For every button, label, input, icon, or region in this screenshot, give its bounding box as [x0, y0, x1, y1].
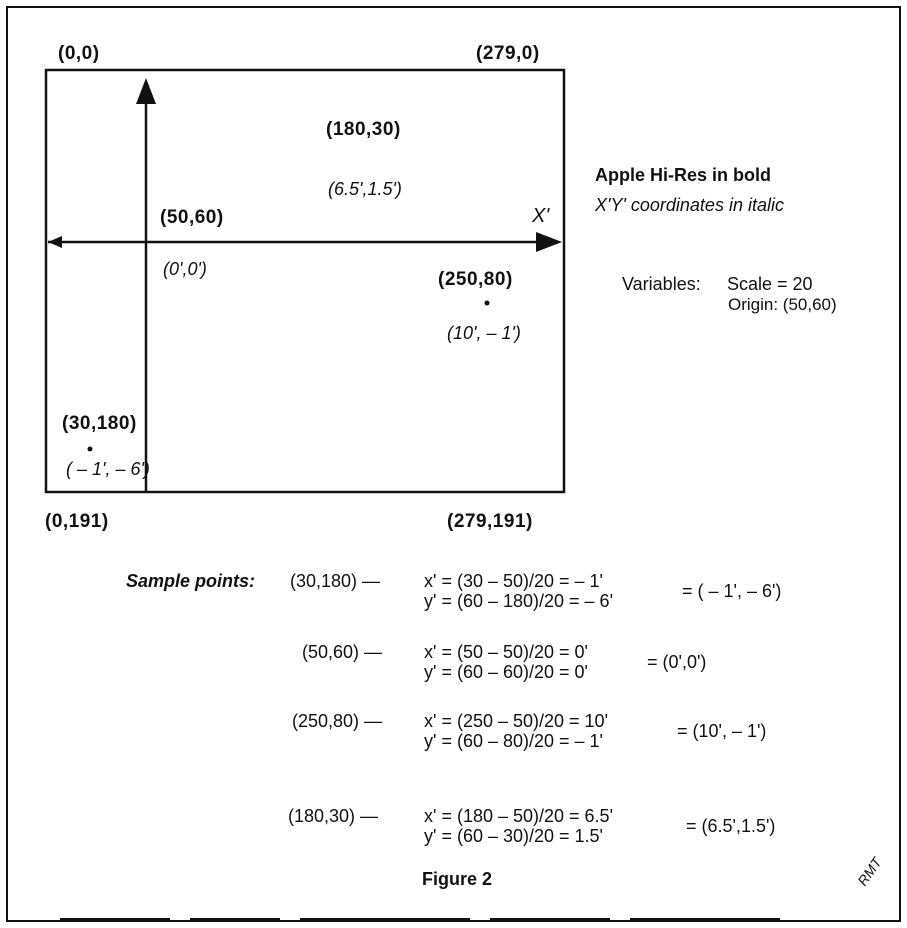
- sample-row-1-result: = ( – 1', – 6'): [682, 581, 782, 601]
- bottom-rule-segment: [60, 918, 170, 922]
- sample-row-1-x-equation: x' = (30 – 50)/20 = – 1': [424, 571, 603, 591]
- x-axis-left-arrowhead: [48, 236, 62, 248]
- sample-row-2-point: (50,60) —: [302, 642, 383, 662]
- point-180-30-hires-label: (180,30): [326, 119, 401, 140]
- variables-scale: Scale = 20: [727, 274, 813, 294]
- variables-label: Variables:: [622, 274, 701, 294]
- sample-row-2-x-equation: x' = (50 – 50)/20 = 0': [424, 642, 588, 662]
- point-30-180-hires-label: (30,180): [62, 413, 137, 434]
- point-180-30-xy-label: (6.5',1.5'): [328, 179, 402, 199]
- bottom-rule-segment: [630, 918, 780, 922]
- point-50-60-xy-label: (0',0'): [163, 259, 207, 279]
- sample-row-4-x-equation: x' = (180 – 50)/20 = 6.5': [424, 806, 613, 826]
- variables-origin: Origin: (50,60): [728, 295, 837, 314]
- sample-row-2-y-equation: y' = (60 – 60)/20 = 0': [424, 662, 588, 682]
- bottom-rule-segment: [490, 918, 610, 922]
- corner-bottom-left-label: (0,191): [45, 511, 109, 532]
- sample-row-4-point: (180,30) —: [288, 806, 379, 826]
- sample-row-3-result: = (10', – 1'): [677, 721, 767, 741]
- sample-row-3-point: (250,80) —: [292, 711, 383, 731]
- sample-row-3-x-equation: x' = (250 – 50)/20 = 10': [424, 711, 608, 731]
- bottom-rule-segment: [190, 918, 280, 922]
- point-250-80-xy-label: (10', – 1'): [447, 323, 521, 343]
- x-prime-axis-label: X': [532, 205, 550, 227]
- bottom-rule-segment: [300, 918, 470, 922]
- sample-row-1-point: (30,180) —: [290, 571, 381, 591]
- x-axis-arrowhead: [536, 232, 562, 252]
- sample-row-4-y-equation: y' = (60 – 30)/20 = 1.5': [424, 826, 603, 846]
- point-30-180-xy-label: ( – 1', – 6'): [66, 459, 150, 479]
- hires-screen-rectangle: [44, 68, 566, 494]
- y-axis-arrowhead: [136, 78, 156, 104]
- legend-italic-line: X'Y' coordinates in italic: [595, 195, 784, 215]
- point-50-60-hires-label: (50,60): [160, 207, 224, 228]
- point-250-80-dot: [484, 300, 490, 306]
- corner-top-right-label: (279,0): [476, 43, 540, 64]
- legend-bold-line: Apple Hi-Res in bold: [595, 165, 772, 185]
- sample-points-heading: Sample points:: [126, 571, 256, 591]
- point-250-80-hires-label: (250,80): [438, 269, 513, 290]
- sample-row-4-result: = (6.5',1.5'): [686, 816, 776, 836]
- corner-top-left-label: (0,0): [58, 43, 100, 64]
- figure-caption: Figure 2: [422, 869, 493, 889]
- sample-row-2-result: = (0',0'): [647, 652, 707, 672]
- corner-bottom-right-label: (279,191): [447, 511, 533, 532]
- point-30-180-dot: [87, 446, 93, 452]
- sample-row-1-y-equation: y' = (60 – 180)/20 = – 6': [424, 591, 613, 611]
- sample-row-3-y-equation: y' = (60 – 80)/20 = – 1': [424, 731, 603, 751]
